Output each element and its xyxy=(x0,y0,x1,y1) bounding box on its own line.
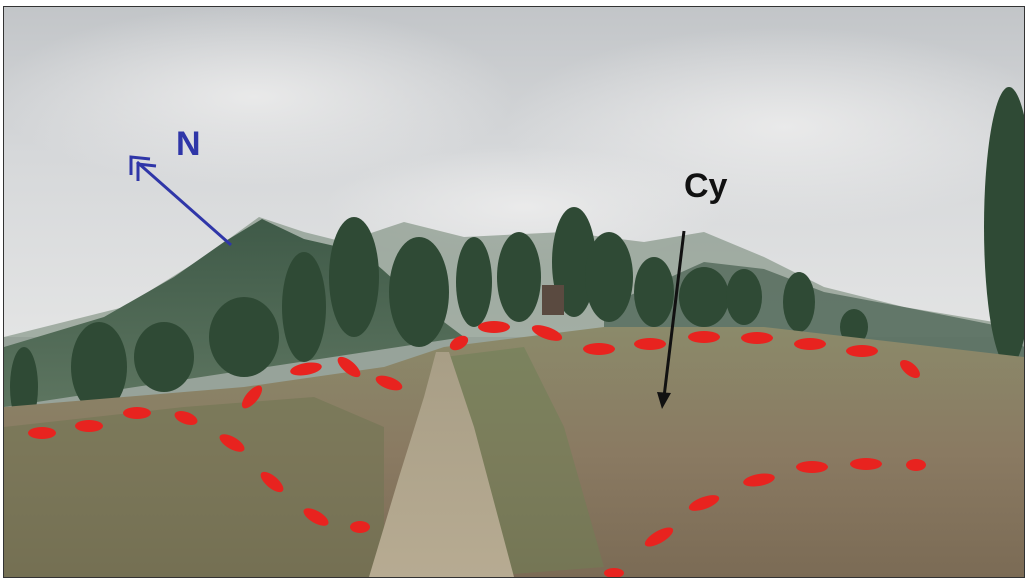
dirt-road xyxy=(369,352,514,577)
landscape-photo: N Cy xyxy=(3,6,1025,578)
cloud xyxy=(4,7,514,187)
unit-label: Cy xyxy=(684,167,728,205)
unit-arrow xyxy=(657,230,686,409)
shrubs-left xyxy=(4,397,384,577)
contact-line-markers xyxy=(28,321,926,577)
photo-canvas: N Cy xyxy=(4,7,1024,577)
north-label: N xyxy=(176,125,201,163)
hut xyxy=(542,285,564,315)
north-arrow xyxy=(129,155,232,247)
tree-line xyxy=(10,87,1024,427)
